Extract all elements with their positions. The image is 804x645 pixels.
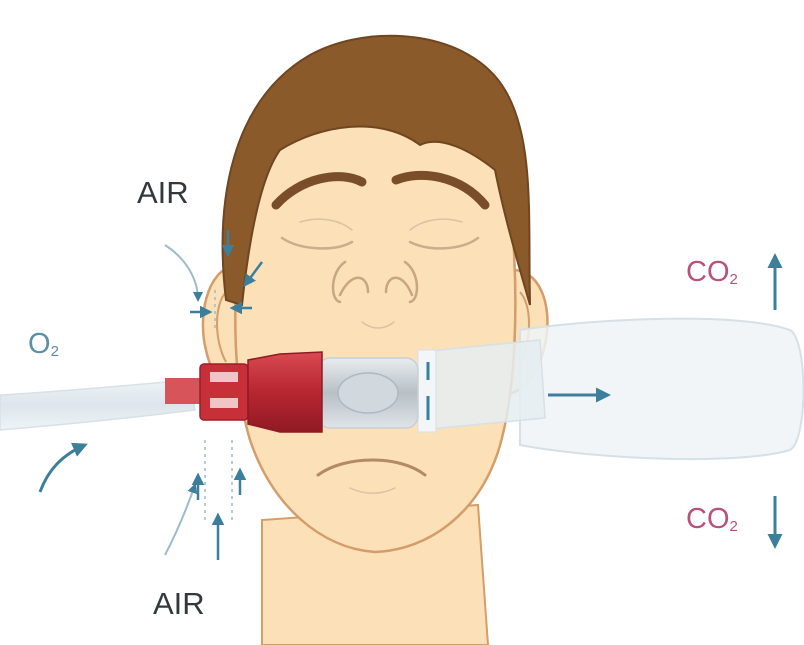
air-inflow-arrows-bottom <box>165 440 240 560</box>
breathing-bag <box>520 319 804 459</box>
oxygen-label-main: O <box>28 328 51 360</box>
co2-label-top: CO2 <box>686 258 738 287</box>
air-label-top: AIR <box>137 177 189 208</box>
co2-label-bottom-main: CO <box>686 503 730 535</box>
co2-label-bottom-subscript: 2 <box>730 518 738 535</box>
oxygen-flow-arrow <box>40 445 85 492</box>
co2-label-bottom: CO2 <box>686 505 738 534</box>
mask-connector <box>165 352 322 432</box>
oxygen-label: O2 <box>28 330 59 359</box>
exhaust-tube <box>418 340 545 432</box>
oxygen-label-subscript: 2 <box>51 343 59 360</box>
valve-chamber <box>318 358 418 428</box>
co2-label-top-main: CO <box>686 256 730 288</box>
co2-label-top-subscript: 2 <box>730 271 738 288</box>
air-label-bottom: AIR <box>153 588 205 619</box>
